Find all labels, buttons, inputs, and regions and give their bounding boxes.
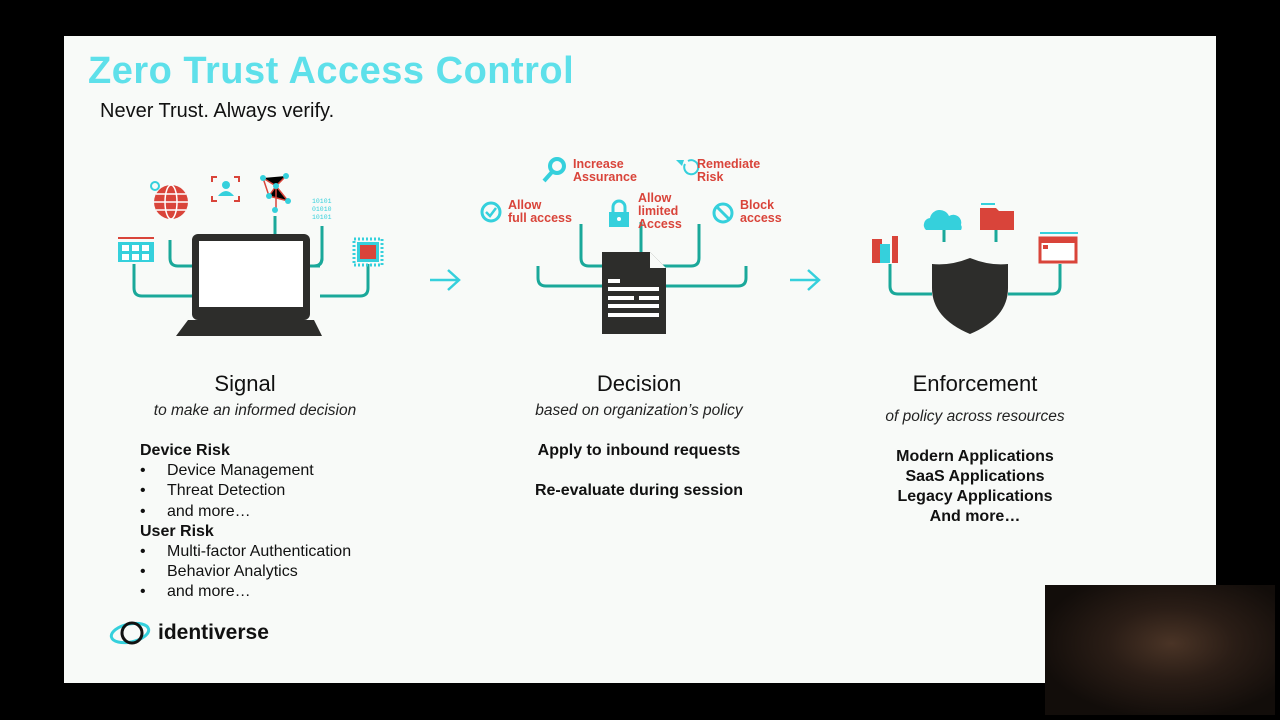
list-item: Legacy Applications <box>897 488 1053 505</box>
network-icon <box>260 173 291 213</box>
group-label: User Risk <box>140 522 214 540</box>
signal-list: Device Risk Device Management Threat Det… <box>140 441 351 603</box>
logo-text: identiverse <box>158 621 269 644</box>
signal-heading: Signal <box>214 371 276 396</box>
chip-icon <box>352 237 384 267</box>
decision-item: Apply to inbound requests <box>537 442 741 459</box>
option-allow-limited-access: Allow limited Access <box>638 191 682 231</box>
enforcement-heading: Enforcement <box>912 371 1038 396</box>
lock-icon <box>609 199 629 227</box>
refresh-icon <box>676 159 700 176</box>
svg-text:10101: 10101 <box>312 214 332 221</box>
magnifier-icon <box>542 157 566 183</box>
list-item: Multi-factor Authentication <box>140 542 351 562</box>
option-increase-assurance: Increase Assurance <box>573 157 637 184</box>
enforcement-connectors <box>888 230 1062 296</box>
decision-heading: Decision <box>596 371 682 396</box>
signal-subheading: to make an informed decision <box>153 402 357 419</box>
option-remediate-risk: Remediate Risk <box>697 157 761 184</box>
cloud-icon <box>923 209 962 230</box>
folder-icon <box>980 203 1014 230</box>
arrow-right-icon <box>790 269 821 291</box>
enforcement-subheading: of policy across resources <box>885 408 1065 425</box>
list-item: SaaS Applications <box>905 468 1045 485</box>
option-allow-full-access: Allow full access <box>508 198 572 225</box>
slide-title: Zero Trust Access Control <box>88 50 575 92</box>
list-item: Threat Detection <box>140 481 351 501</box>
identiverse-logo: identiverse <box>108 618 269 648</box>
enforcement-list: Modern Applications SaaS Applications Le… <box>825 447 1125 527</box>
webcam-overlay <box>1045 585 1275 715</box>
list-item: Device Management <box>140 461 351 481</box>
list-item: Behavior Analytics <box>140 562 351 582</box>
svg-text:01010: 01010 <box>312 206 332 213</box>
signal-connectors <box>132 216 370 298</box>
slide: Zero Trust Access Control Never Trust. A… <box>64 36 1216 683</box>
building-icon <box>872 236 898 263</box>
list-item: and more… <box>140 502 351 522</box>
identiverse-logo-mark <box>109 621 151 645</box>
policy-document-icon <box>602 252 666 334</box>
laptop-icon <box>176 234 322 336</box>
decision-connectors <box>536 222 748 288</box>
shield-icon <box>932 258 1008 334</box>
calendar-icon <box>118 237 154 262</box>
svg-text:10101: 10101 <box>312 198 332 205</box>
slide-subtitle: Never Trust. Always verify. <box>100 100 335 122</box>
list-item: and more… <box>140 582 351 602</box>
decision-item: Re-evaluate during session <box>534 482 744 499</box>
check-circle-icon <box>480 201 502 223</box>
list-item: And more… <box>929 508 1021 525</box>
arrow-right-icon <box>430 269 461 291</box>
globe-icon <box>150 181 188 220</box>
user-scan-icon <box>211 176 240 202</box>
decision-subheading: based on organization’s policy <box>535 402 743 419</box>
list-item: Modern Applications <box>896 448 1054 465</box>
app-window-icon <box>1038 232 1078 264</box>
option-block-access: Block access <box>740 198 782 225</box>
group-label: Device Risk <box>140 442 230 459</box>
block-icon <box>712 202 734 224</box>
